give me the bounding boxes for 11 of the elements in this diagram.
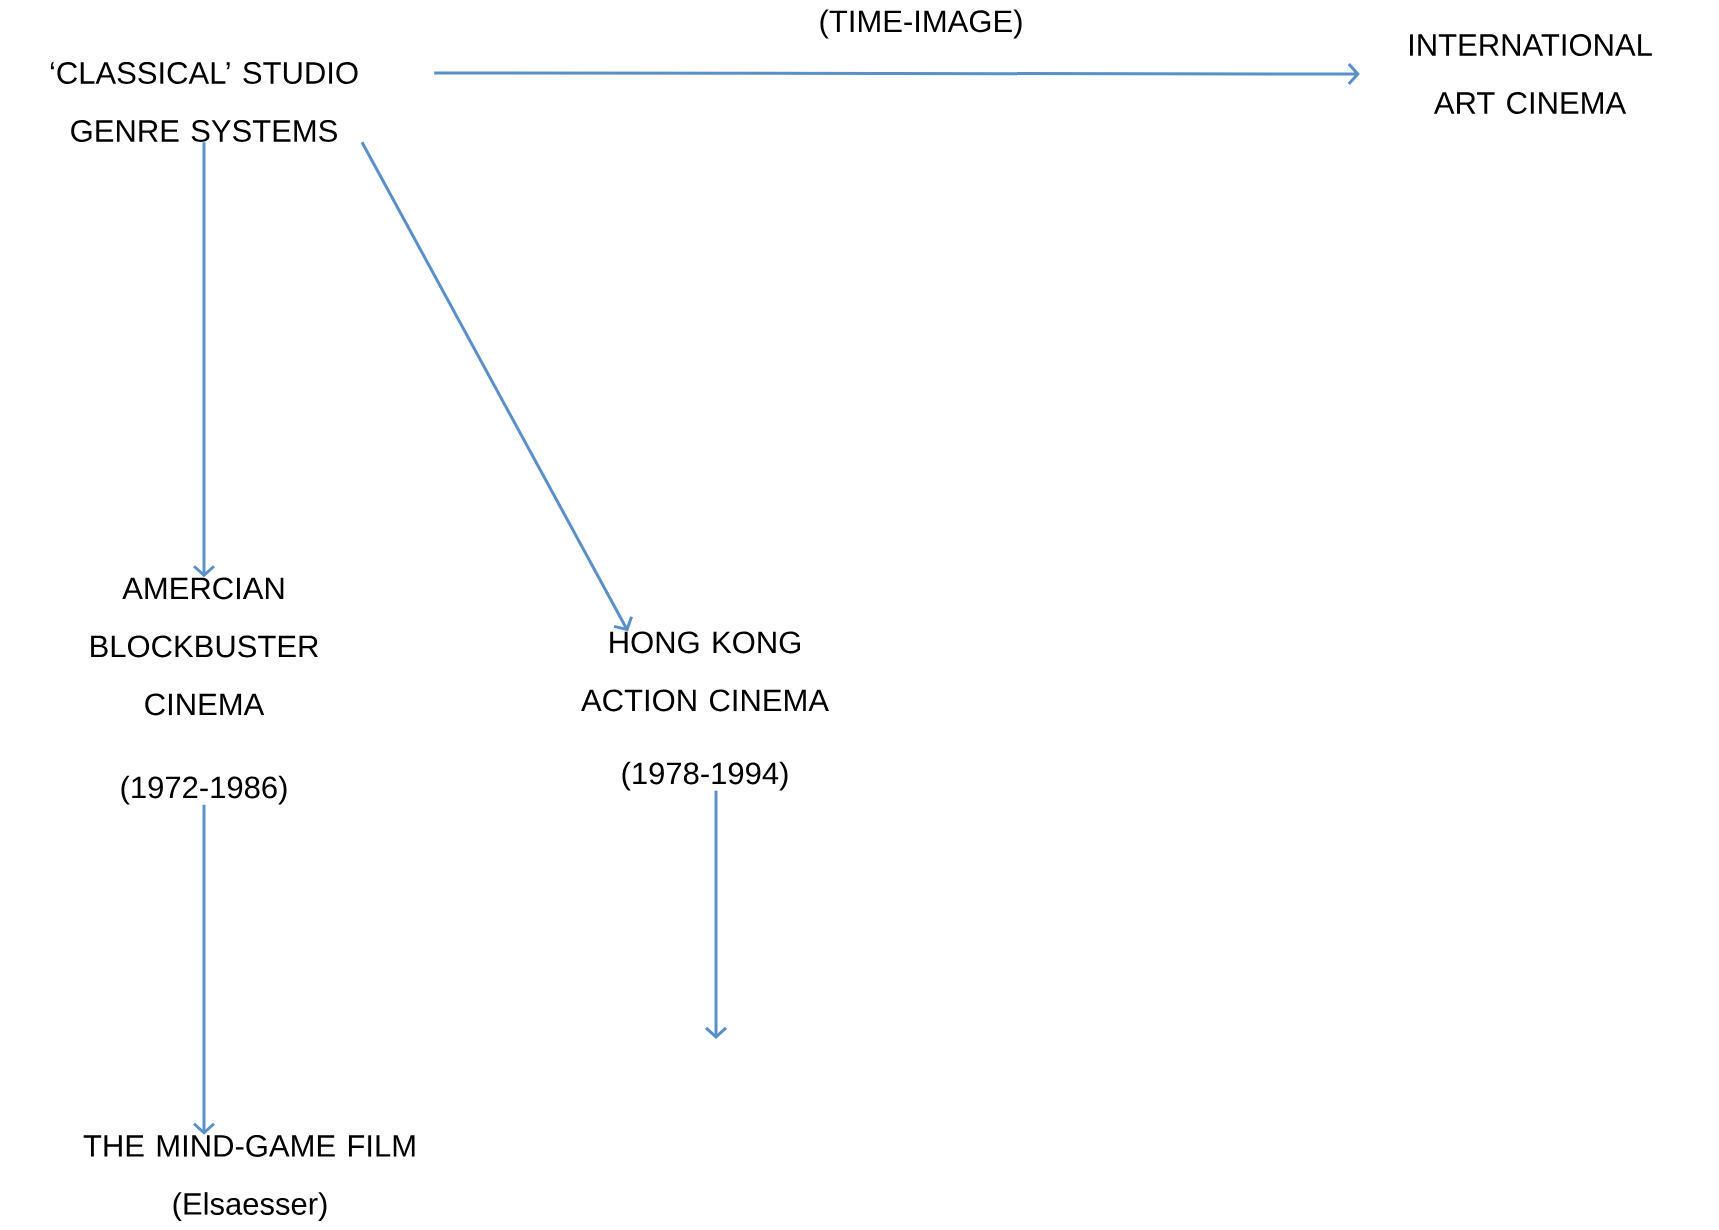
node-text: THE MIND-GAME FILM (Elsaesser)	[83, 1134, 415, 1222]
arrow	[434, 62, 1360, 85]
node-text: AMERCIAN BLOCKBUSTER CINEMA (1972-1986)	[91, 577, 318, 805]
arrow	[193, 804, 215, 1135]
edge-label: (TIME-IMAGE)	[816, 7, 1026, 41]
node-text: HONG KONG ACTION CINEMA (1978-1994)	[581, 631, 829, 791]
arrow	[193, 142, 215, 578]
arrow	[705, 790, 727, 1039]
arrow	[360, 141, 633, 632]
node-text: INTERNATIONAL ART CINEMA	[1410, 34, 1652, 114]
node-text: ‘CLASSICAL’ STUDIO GENRE SYSTEMS	[50, 62, 358, 142]
